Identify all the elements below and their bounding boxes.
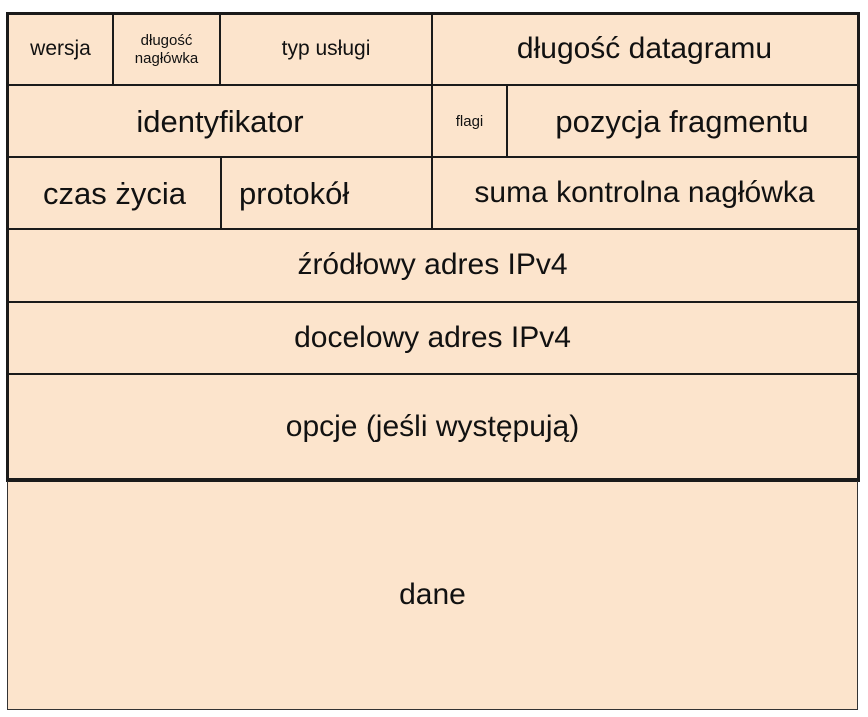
field-ttl: czas życia xyxy=(8,158,221,229)
field-destination-address-label: docelowy adres IPv4 xyxy=(294,320,571,354)
row-divider xyxy=(8,301,858,303)
row-divider xyxy=(8,84,858,86)
column-divider xyxy=(431,158,433,229)
field-header-checksum: suma kontrolna nagłówka xyxy=(432,158,857,229)
field-protocol: protokół xyxy=(221,158,432,229)
field-source-address: źródłowy adres IPv4 xyxy=(8,230,857,301)
field-header-checksum-label: suma kontrolna nagłówka xyxy=(474,176,815,210)
field-header-length-line1: długość xyxy=(140,32,193,50)
field-header-length-line2: nagłówka xyxy=(134,49,199,67)
field-destination-address: docelowy adres IPv4 xyxy=(8,302,857,374)
field-service-type: typ usługi xyxy=(220,14,432,85)
row-divider xyxy=(8,156,858,158)
column-divider xyxy=(220,158,222,229)
row-divider xyxy=(8,373,858,375)
header-border-top xyxy=(6,12,860,15)
field-header-length: długość nagłówka xyxy=(113,14,220,85)
row-divider xyxy=(8,228,858,230)
column-divider xyxy=(431,14,433,158)
field-identifier-label: identyfikator xyxy=(136,103,304,139)
field-ttl-label: czas życia xyxy=(43,175,186,211)
column-divider xyxy=(219,14,221,85)
data-border-left xyxy=(7,481,8,710)
field-data-label: dane xyxy=(399,577,466,611)
field-datagram-length-label: długość datagramu xyxy=(516,32,773,66)
field-fragment-offset-label: pozycja fragmentu xyxy=(555,103,809,139)
column-divider xyxy=(506,86,508,157)
field-flags-label: flagi xyxy=(455,112,484,130)
field-data: dane xyxy=(8,481,857,709)
field-datagram-length: długość datagramu xyxy=(432,14,857,85)
field-flags: flagi xyxy=(432,86,507,157)
data-border-bottom xyxy=(7,709,858,710)
header-border-right xyxy=(857,12,860,482)
field-version: wersja xyxy=(8,14,113,85)
field-source-address-label: źródłowy adres IPv4 xyxy=(297,248,568,282)
field-service-type-label: typ usługi xyxy=(281,37,371,61)
field-options: opcje (jeśli występują) xyxy=(8,375,857,479)
header-border-left xyxy=(6,12,9,482)
column-divider xyxy=(112,14,114,85)
field-identifier: identyfikator xyxy=(8,86,432,157)
field-protocol-label: protokół xyxy=(239,175,350,211)
field-header-length-label: długość nagłówka xyxy=(135,32,198,67)
header-border-bottom xyxy=(6,478,860,482)
data-border-right xyxy=(857,481,858,710)
field-version-label: wersja xyxy=(30,37,91,61)
field-fragment-offset: pozycja fragmentu xyxy=(507,86,857,157)
field-options-label: opcje (jeśli występują) xyxy=(285,409,580,443)
